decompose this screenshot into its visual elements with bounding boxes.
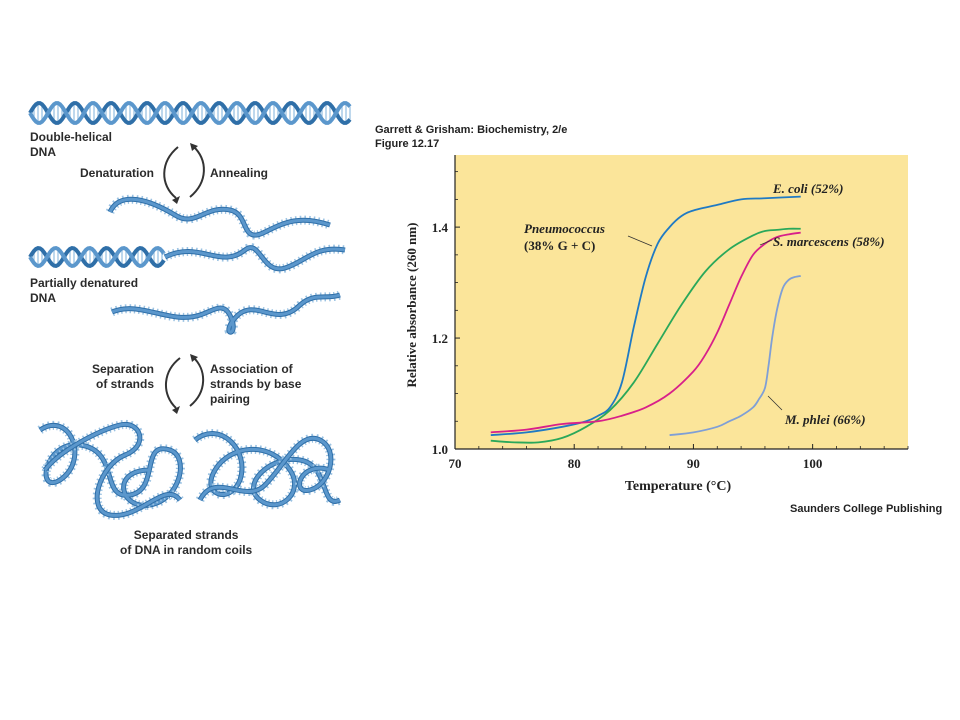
separation-association-arrows-icon	[164, 354, 205, 414]
label-partially-denatured-dna: Partially denatured DNA	[30, 276, 139, 305]
random-coils-illustration	[37, 419, 343, 520]
source-citation: Garrett & Grisham: Biochemistry, 2/e	[375, 124, 568, 136]
label-separation-of-strands: Separation of strands	[92, 362, 155, 391]
x-tick-label: 70	[449, 456, 462, 471]
series-label-mphlei: M. phlei (66%)	[784, 412, 866, 427]
double-helix-illustration	[28, 101, 352, 125]
label-association-of-strands: Association of strands by base pairing	[210, 362, 302, 406]
y-tick-label: 1.2	[432, 331, 448, 346]
partially-denatured-illustration	[28, 194, 346, 337]
series-line-3	[669, 275, 801, 437]
label-double-helical-dna: Double-helical DNA	[30, 130, 113, 159]
x-axis-label: Temperature (°C)	[625, 479, 732, 494]
x-tick-label: 80	[568, 456, 581, 471]
leader-line-smarcescens	[759, 239, 773, 246]
label-separated-strands: Separated strands of DNA in random coils	[120, 528, 253, 557]
series-line-1	[490, 227, 801, 444]
y-axis-label: Relative absorbance (260 nm)	[404, 222, 419, 387]
series-label-ecoli: E. coli (52%)	[772, 181, 843, 196]
y-tick-label: 1.4	[432, 220, 449, 235]
plot-background	[455, 155, 908, 449]
series-label-pneumococcus-gc: (38% G + C)	[524, 238, 595, 253]
leader-line-pneumococcus	[627, 235, 653, 247]
label-denaturation: Denaturation	[80, 166, 155, 180]
chart-axes: 70 80 90 100 1.0 1.2 1.4	[432, 155, 909, 471]
series-label-pneumococcus: Pneumococcus	[524, 221, 605, 236]
series-labels: Pneumococcus (38% G + C) E. coli (52%) S. m…	[524, 181, 885, 427]
x-tick-label: 90	[687, 456, 700, 471]
series-label-smarcescens: S. marcescens (58%)	[773, 234, 885, 249]
y-tick-label: 1.0	[432, 442, 448, 457]
denaturation-annealing-arrows-icon	[163, 143, 205, 204]
leader-line-mphlei	[767, 395, 783, 411]
figure-number: Figure 12.17	[375, 138, 440, 150]
label-annealing: Annealing	[210, 166, 269, 180]
publisher-credit: Saunders College Publishing	[790, 503, 943, 515]
x-tick-label: 100	[803, 456, 823, 471]
